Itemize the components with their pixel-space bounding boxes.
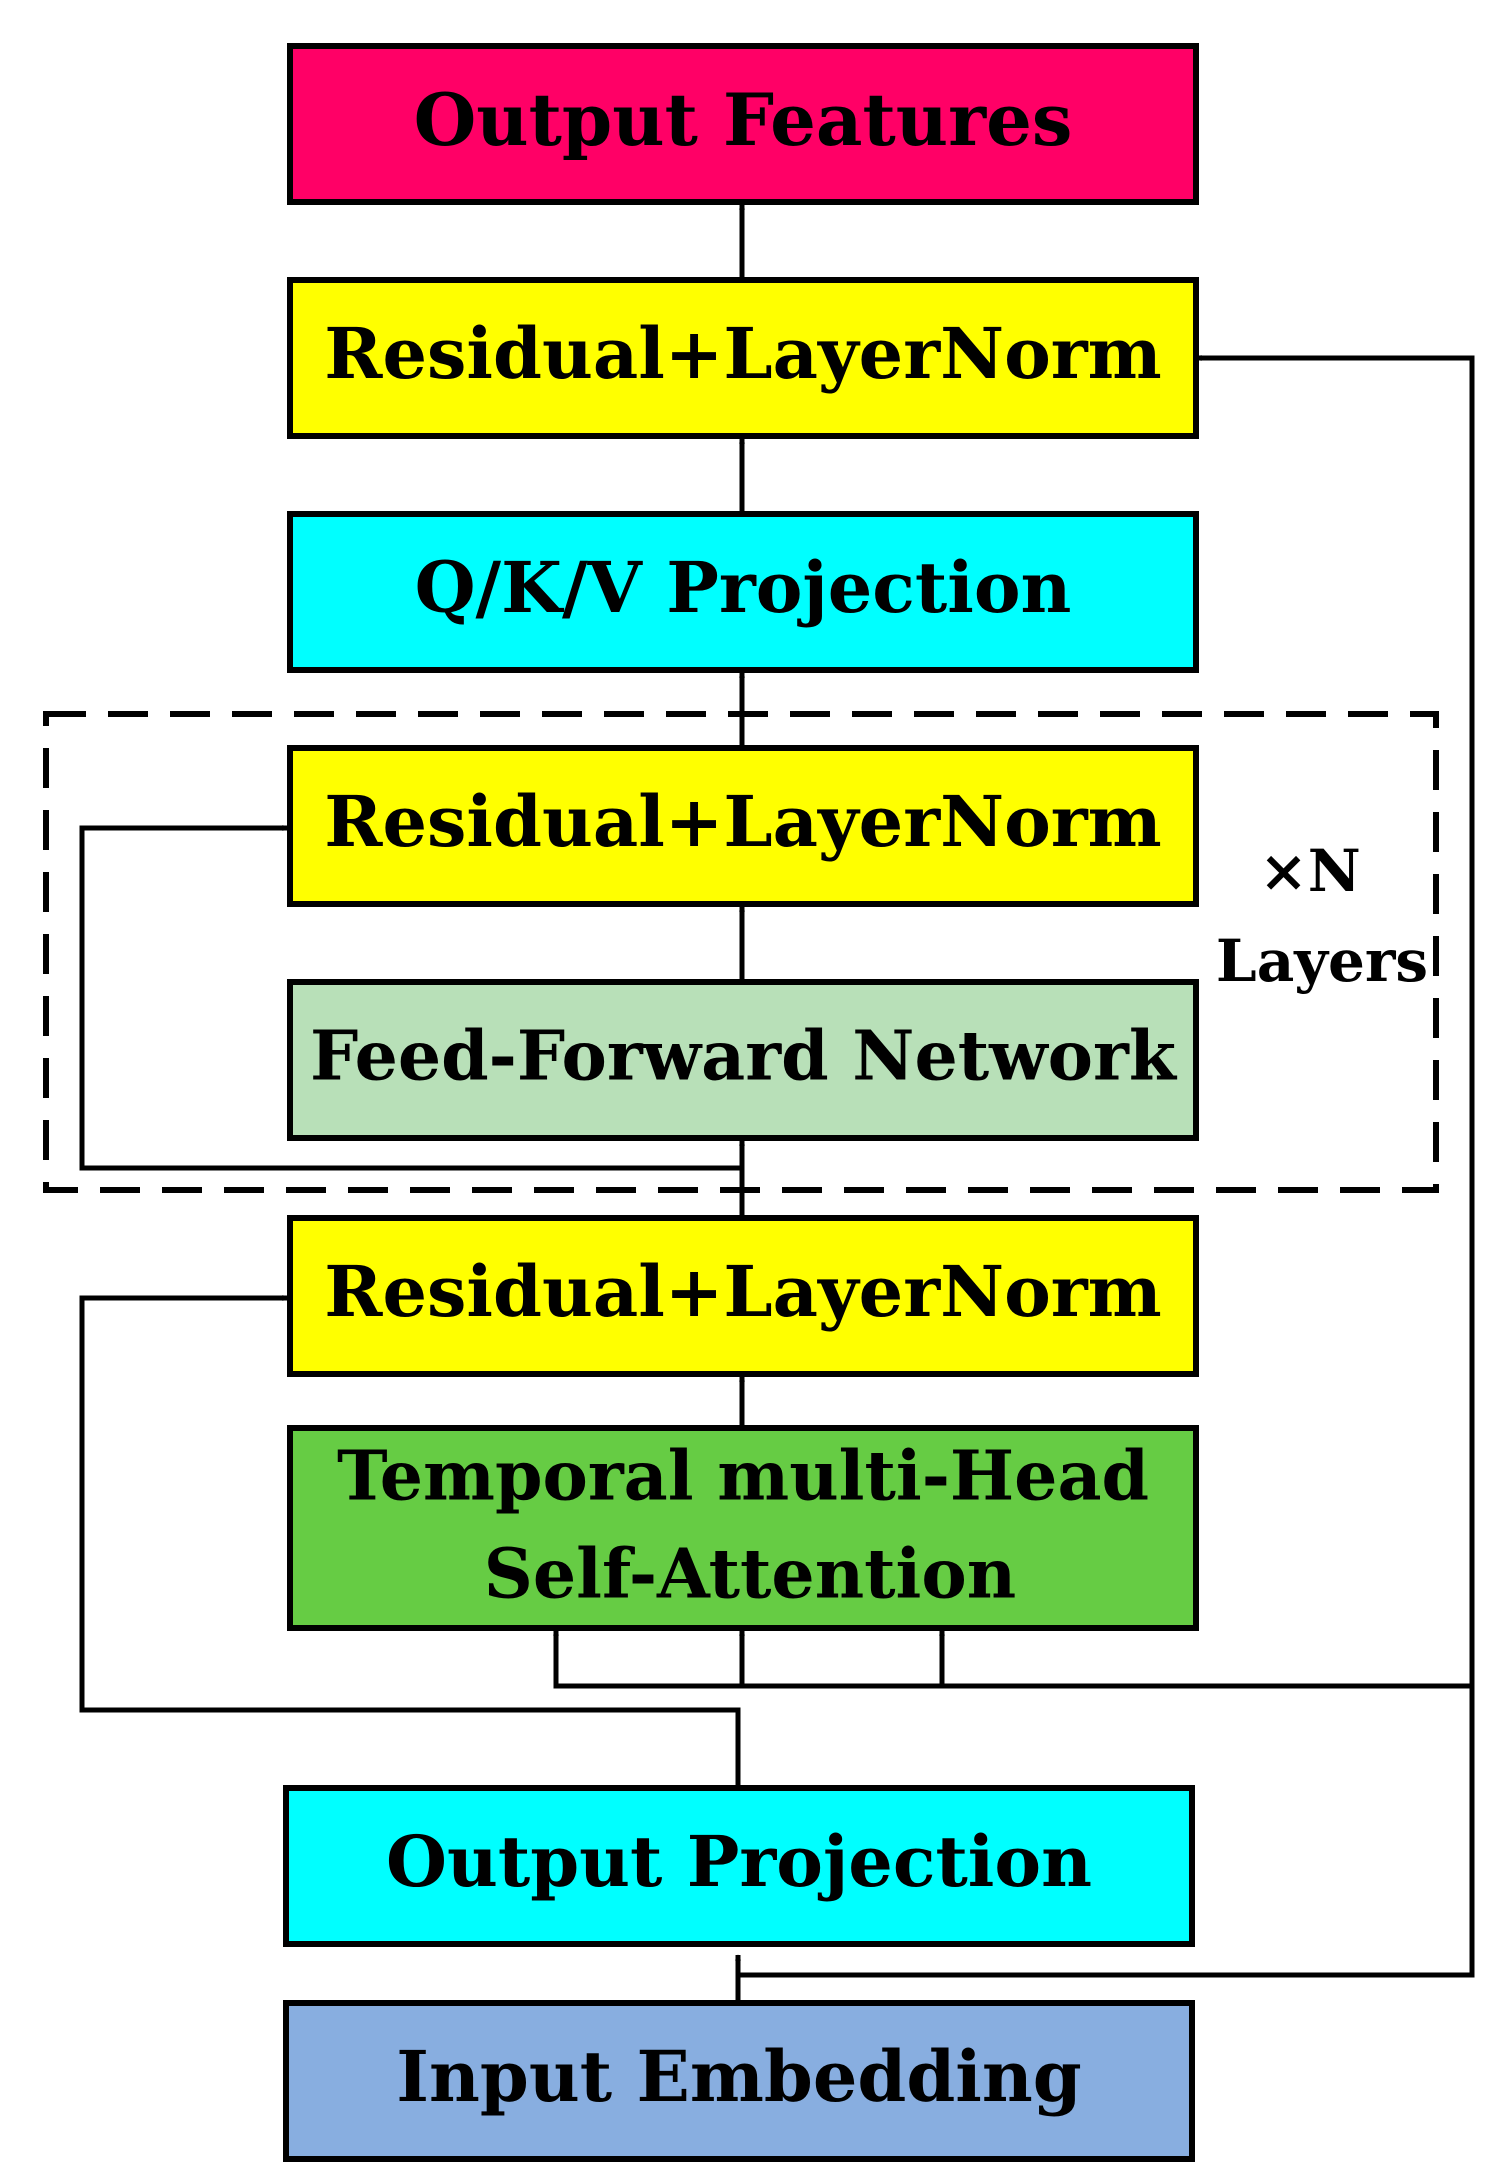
input-embedding-label: Input Embedding — [396, 2035, 1081, 2118]
skip-ffn-residual — [79, 825, 742, 1171]
residual-top-block: Residual+LayerNorm — [287, 277, 1199, 439]
residual-top-box — [287, 277, 1199, 439]
residual-attention-block: Residual+LayerNorm — [287, 1215, 1199, 1377]
feed-forward-box — [287, 979, 1199, 1141]
attention-box — [287, 1425, 1199, 1631]
attention-block: Temporal multi-Head Self-Attention — [287, 1425, 1199, 1631]
residual-attention-label: Residual+LayerNorm — [324, 1250, 1161, 1333]
feed-forward-label: Feed-Forward Network — [310, 1017, 1178, 1097]
qkv-projection-label: Q/K/V Projection — [415, 546, 1072, 629]
feed-forward-block: Feed-Forward Network — [287, 979, 1199, 1141]
input-embedding-box — [283, 2000, 1195, 2162]
output-features-box — [287, 43, 1199, 205]
residual-attention-box — [287, 1215, 1199, 1377]
residual-layer-label: Residual+LayerNorm — [324, 780, 1161, 863]
output-features-block: Output Features — [287, 43, 1199, 205]
qkv-projection-box — [287, 511, 1199, 673]
qkv-bus — [553, 1650, 1472, 1689]
attention-label-line2: Self-Attention — [484, 1535, 1016, 1615]
residual-top-label: Residual+LayerNorm — [324, 312, 1161, 395]
skip-embedding-to-top-residual — [738, 355, 1475, 1978]
repeat-count-label: ×N — [1259, 837, 1361, 905]
qkv-projection-block: Q/K/V Projection — [287, 511, 1199, 673]
output-projection-block: Output Projection — [283, 1785, 1195, 1947]
attention-label-line1: Temporal multi-Head — [337, 1437, 1149, 1517]
residual-layer-block: Residual+LayerNorm — [287, 745, 1199, 907]
skip-to-attention-residual — [79, 1295, 741, 1788]
output-projection-box — [283, 1785, 1195, 1947]
input-embedding-block: Input Embedding — [283, 2000, 1195, 2162]
residual-layer-box — [287, 745, 1199, 907]
repeat-unit-label: Layers — [1216, 927, 1428, 995]
output-features-label: Output Features — [414, 77, 1073, 162]
output-projection-label: Output Projection — [386, 1820, 1092, 1903]
connectors — [79, 203, 1475, 2003]
